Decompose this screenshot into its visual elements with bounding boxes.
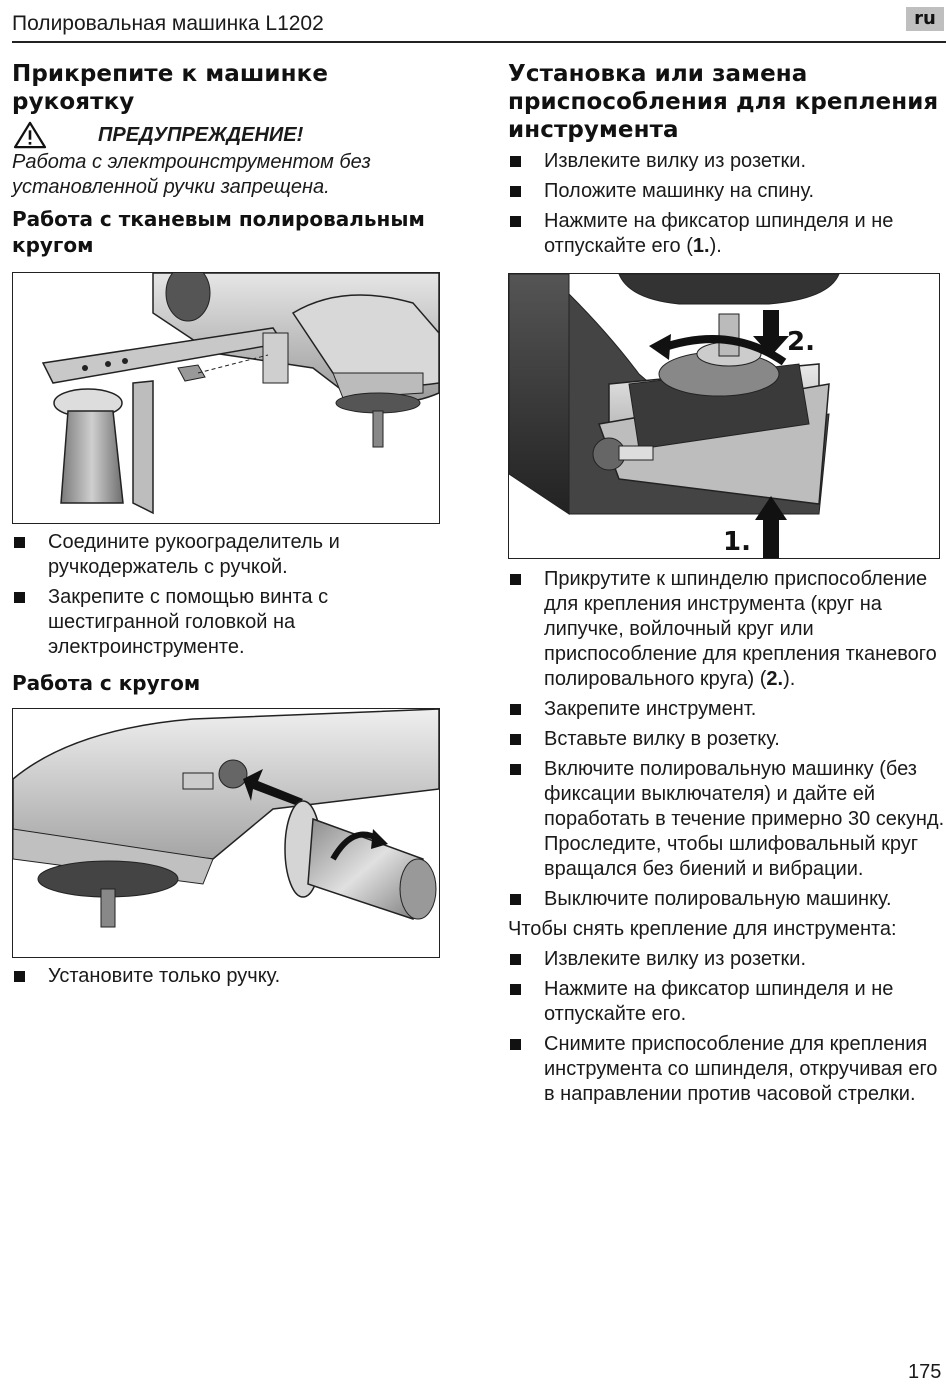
illustration-spindle-lock: 2. 1. [509,274,840,558]
illustration-handle-bracket [41,273,439,515]
figure-label-step-2: 2. [787,327,815,357]
list-item: Установите только ручку. [12,964,444,989]
left-column: Прикрепите к машинке рукоятку ПРЕДУПРЕЖД… [12,60,444,989]
right-column: Установка или замена приспособления для … [508,60,948,1107]
list-item-text: Прикрутите к шпинделю приспособ­ление дл… [544,568,937,690]
list-item: Вставьте вилку в розетку. [508,727,948,752]
figure-spindle-lock: 2. 1. [508,273,940,559]
language-badge: ru [906,7,944,31]
list-item: Закрепите инструмент. [508,697,948,722]
header-divider [12,41,946,43]
list-item: Включите полировальную машинку (без фикс… [508,757,948,882]
figure-label-step-1: 1. [723,527,751,557]
step-reference: 2. [766,668,784,690]
section-heading-attach-handle: Прикрепите к машинке рукоятку [12,61,329,115]
list-cloth-wheel-steps: Соедините рукоограде­литель и ручкодержа… [12,530,444,660]
list-install-steps: Прикрутите к шпинделю приспособ­ление дл… [508,567,948,912]
warning-title: ПРЕДУПРЕЖДЕНИЕ! [98,124,304,146]
warning-text: Работа с электроинструментом без установ… [12,151,371,198]
list-item: Положите машинку на спину. [508,179,948,204]
list-item: Соедините рукоограде­литель и ручкодержа… [12,530,444,580]
warning-triangle-icon [13,121,47,149]
figure-handle-only [12,708,440,958]
figure-handle-bracket-assembly [12,272,440,524]
list-item: Прикрутите к шпинделю приспособ­ление дл… [508,567,948,692]
list-item: Нажмите на фиксатор шпинделя и не отпуск… [508,209,948,259]
illustration-handle-only [13,709,439,928]
list-item-tail: ). [709,235,722,257]
warning-row: ПРЕДУПРЕЖДЕНИЕ! [12,120,444,150]
list-prepare-steps: Извлеките вилку из розетки. Положите маш… [508,149,948,259]
list-item-text: Нажмите на фиксатор шпинделя и не отпуск… [544,210,894,257]
step-reference: 1. [692,235,710,257]
list-remove-steps: Извлеките вилку из розетки. Нажмите на ф… [508,947,948,1107]
subheading-wheel: Работа с кругом [12,671,201,695]
section-heading-tool-holder: Установка или замена приспособления для … [508,61,939,143]
page-header-title: Полировальная машинка L1202 [12,12,324,35]
list-item: Закрепите с помощью винта с шестигранной… [12,585,444,660]
list-item: Снимите приспособление для крепления инс… [508,1032,948,1107]
remove-intro-text: Чтобы снять крепление для инструмента: [508,918,897,940]
list-item: Нажмите на фиксатор шпинделя и не отпуск… [508,977,948,1027]
list-item-tail: ). [783,668,796,690]
list-wheel-steps: Установите только ручку. [12,964,444,989]
subheading-cloth-wheel: Работа с тканевым полировальным кругом [12,207,425,257]
list-item: Выключите полировальную машинку. [508,887,948,912]
list-item: Извлеките вилку из розетки. [508,947,948,972]
page-number: 175 [908,1361,942,1383]
list-item: Извлеките вилку из розетки. [508,149,948,174]
